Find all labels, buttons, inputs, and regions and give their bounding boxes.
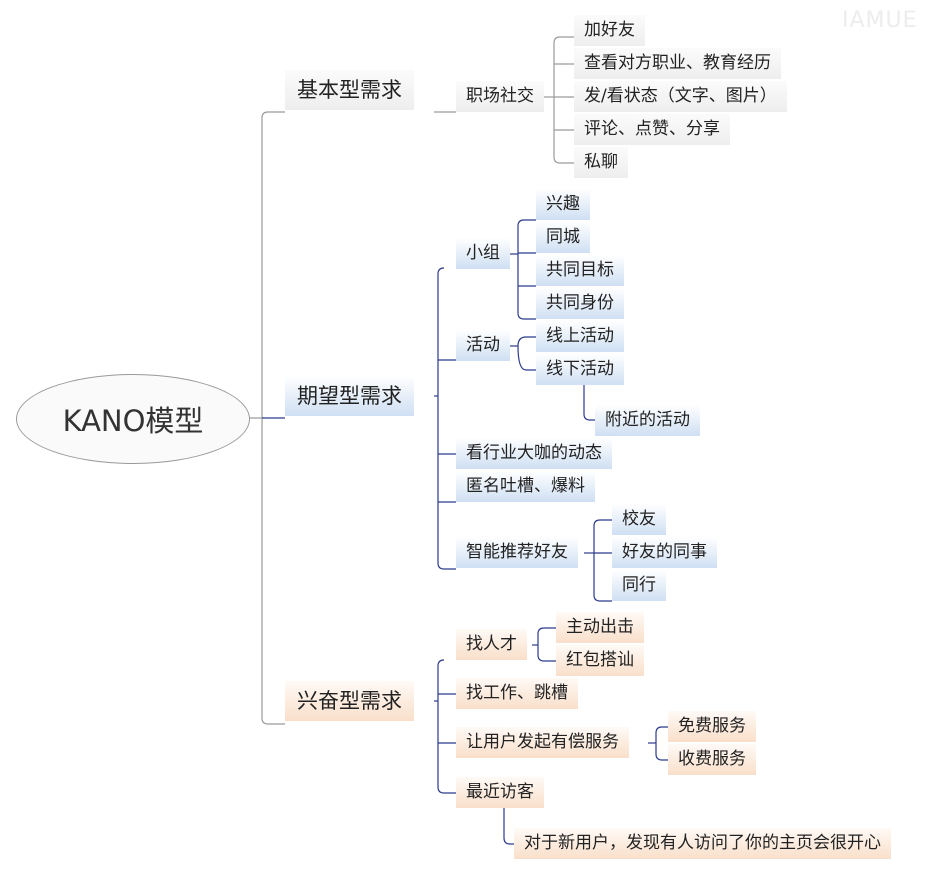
comment-like-share-node[interactable]: 评论、点赞、分享 [574,114,730,145]
connector-recommend-items [594,519,612,554]
connector-visitors-note [503,808,514,845]
recent-visitors-node[interactable]: 最近访客 [456,777,544,808]
post-status-node[interactable]: 发/看状态（文字、图片） [574,81,787,112]
view-career-node[interactable]: 查看对方职业、教育经历 [574,48,781,79]
connector-basic [261,111,285,119]
connector-group-items [518,219,536,287]
common-identity-node[interactable]: 共同身份 [536,288,624,319]
add-friend-node[interactable]: 加好友 [574,15,645,46]
connector-recommend-bracket [593,519,612,602]
connector-activity-bracket [517,336,536,371]
anonymous-rant-node[interactable]: 匿名吐槽、爆料 [456,471,595,502]
group-node[interactable]: 小组 [456,238,510,269]
connector-talent-bracket [537,627,556,662]
fee-service-node[interactable]: 收费服务 [668,744,756,775]
proactive-node[interactable]: 主动出击 [556,612,644,643]
connector-expected-items [438,359,456,503]
connector-paid-bracket [655,726,668,761]
root-node[interactable]: KANO模型 [16,374,250,464]
connector-social-items [554,36,574,131]
find-talent-node[interactable]: 找人才 [456,629,527,660]
red-packet-node[interactable]: 红包搭讪 [556,645,644,676]
same-city-node[interactable]: 同城 [536,222,590,253]
private-chat-node[interactable]: 私聊 [574,147,628,178]
workplace-social-node[interactable]: 职场社交 [456,81,544,112]
activity-node[interactable]: 活动 [456,330,510,361]
peers-node[interactable]: 同行 [612,570,666,601]
connector-exciting-items [438,693,456,744]
connector-exciting-bracket [437,659,456,794]
offline-activity-node[interactable]: 线下活动 [536,354,624,385]
connector-expected-bracket [437,267,456,570]
nearby-activity-node[interactable]: 附近的活动 [595,405,700,436]
watermark: IAMUE [842,8,918,33]
free-service-node[interactable]: 免费服务 [668,711,756,742]
interest-node[interactable]: 兴趣 [536,189,590,220]
alumni-node[interactable]: 校友 [612,504,666,535]
common-goal-node[interactable]: 共同目标 [536,255,624,286]
smart-recommend-node[interactable]: 智能推荐好友 [456,537,578,568]
exciting-needs-node[interactable]: 兴奋型需求 [285,681,414,721]
visitor-note-node[interactable]: 对于新用户，发现有人访问了你的主页会很开心 [514,828,891,859]
online-activity-node[interactable]: 线上活动 [536,321,624,352]
connector-exciting [261,118,285,725]
find-job-node[interactable]: 找工作、跳槽 [456,678,578,709]
basic-needs-node[interactable]: 基本型需求 [285,70,414,110]
connector-group-bracket [517,219,536,320]
expected-needs-node[interactable]: 期望型需求 [285,376,414,416]
paid-service-node[interactable]: 让用户发起有偿服务 [456,727,629,758]
friends-colleagues-node[interactable]: 好友的同事 [612,537,717,568]
industry-leaders-node[interactable]: 看行业大咖的动态 [456,438,612,469]
connector-social-bracket [553,36,574,164]
connector-nearby [583,385,595,421]
